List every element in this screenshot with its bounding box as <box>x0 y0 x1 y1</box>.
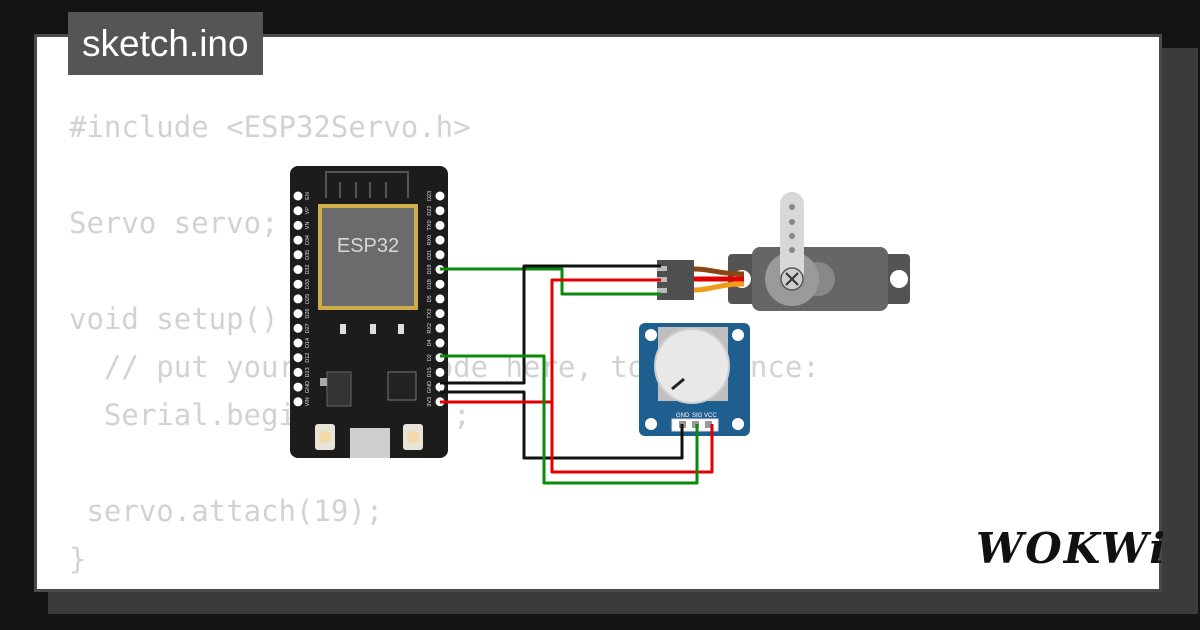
code-line: servo.attach(19); <box>69 494 384 528</box>
pin-label: D35 <box>305 250 311 260</box>
pin-label: D12 <box>305 353 311 363</box>
pin-label: VP <box>305 207 311 215</box>
header-pin-d32[interactable] <box>293 265 303 274</box>
pin-label: EN <box>305 192 311 200</box>
header-pin-gnd[interactable] <box>435 382 445 392</box>
wire-gnd-servo-ground <box>440 264 661 385</box>
pin-label: GND <box>427 381 433 393</box>
header-pin-d5[interactable] <box>435 294 445 304</box>
pin-label: 3V3 <box>427 397 433 407</box>
esp32-board[interactable]: ESP32 ENVPVND34D35D32D33D25D26D27D14D12D… <box>290 166 448 458</box>
potentiometer-knob[interactable] <box>654 328 730 404</box>
pin-label: D33 <box>305 279 311 289</box>
header-pin-d26[interactable] <box>293 309 303 319</box>
header-pin-d23[interactable] <box>435 191 445 201</box>
pin-label: D5 <box>427 295 433 302</box>
pin-label: RX2 <box>427 323 433 334</box>
code-line: #include <ESP32Servo.h> <box>69 110 471 144</box>
pin-label: D2 <box>427 354 433 361</box>
header-pin-d27[interactable] <box>293 323 303 333</box>
pin-label: D25 <box>305 294 311 304</box>
pin-label: TX2 <box>427 309 433 319</box>
esp32-chip <box>322 208 414 306</box>
pin-label: TX0 <box>427 220 433 230</box>
pin-label: D4 <box>427 339 433 346</box>
pin-label: D23 <box>427 191 433 201</box>
pot-pin-label: GND <box>676 413 690 419</box>
pin-label: VN <box>305 222 311 230</box>
header-pin-d33[interactable] <box>293 279 303 289</box>
pin-label: D18 <box>427 279 433 289</box>
header-pin-d13[interactable] <box>293 367 303 377</box>
header-pin-d18[interactable] <box>435 279 445 289</box>
pin-label: D14 <box>305 338 311 348</box>
pin-label: GND <box>305 381 311 393</box>
header-pin-d14[interactable] <box>293 338 303 348</box>
pin-label: D26 <box>305 309 311 319</box>
usb-port <box>350 428 390 458</box>
pin-label: D22 <box>427 206 433 216</box>
header-pin-vn[interactable] <box>293 220 303 230</box>
esp32-chip-label: ESP32 <box>337 235 399 257</box>
header-pin-tx2[interactable] <box>435 309 445 319</box>
wire-3v3-pot-vcc <box>440 400 714 474</box>
header-pin-d22[interactable] <box>435 206 445 216</box>
pin-label: RX0 <box>427 235 433 246</box>
header-pin-vp[interactable] <box>293 206 303 216</box>
file-name-tab[interactable]: sketch.ino <box>68 12 263 75</box>
pin-label: VIN <box>305 397 311 406</box>
header-pin-d34[interactable] <box>293 235 303 245</box>
header-pin-rx2[interactable] <box>435 323 445 333</box>
code-line: } <box>69 542 87 576</box>
pin-label: D27 <box>305 323 311 333</box>
header-pin-d21[interactable] <box>435 250 445 260</box>
pin-label: D13 <box>305 367 311 377</box>
pin-label: D32 <box>305 264 311 274</box>
pot-pin-label: SIG <box>692 413 703 419</box>
wires <box>440 264 714 485</box>
wire-gnd-pot-ground <box>440 390 684 460</box>
header-pin-vin[interactable] <box>293 397 303 407</box>
pot-pin-label: VCC <box>704 413 717 419</box>
wire-d2-pot-signal <box>440 354 699 485</box>
pin-label: D34 <box>305 235 311 245</box>
preview-card: #include <ESP32Servo.h>Servo servo;void … <box>34 34 1162 592</box>
header-pin-rx0[interactable] <box>435 235 445 245</box>
header-pin-d25[interactable] <box>293 294 303 304</box>
header-pin-gnd[interactable] <box>293 382 303 392</box>
header-pin-d15[interactable] <box>435 367 445 377</box>
code-line: Servo servo; <box>69 206 279 240</box>
header-pin-tx0[interactable] <box>435 220 445 230</box>
header-pin-d35[interactable] <box>293 250 303 260</box>
header-pin-d12[interactable] <box>293 353 303 363</box>
pin-label: D19 <box>427 264 433 274</box>
wokwi-logo: WOKWi <box>976 524 1168 573</box>
header-pin-en[interactable] <box>293 191 303 201</box>
servo-motor[interactable] <box>657 192 910 311</box>
pin-label: D21 <box>427 250 433 260</box>
potentiometer[interactable]: GND SIG VCC <box>639 323 750 436</box>
pin-label: D15 <box>427 367 433 377</box>
header-pin-d4[interactable] <box>435 338 445 348</box>
